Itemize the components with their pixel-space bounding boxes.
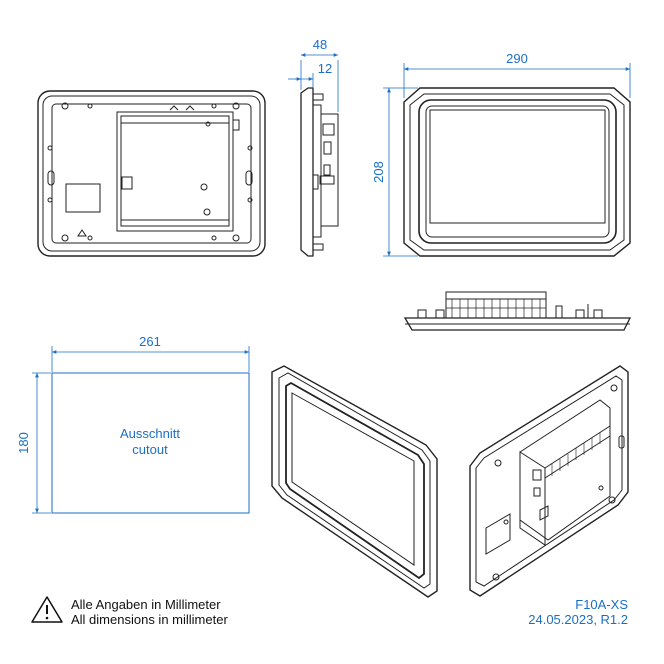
bottom-view	[403, 291, 632, 331]
document-meta: F10A-XS 24.05.2023, R1.2	[528, 597, 628, 627]
dimension-cutout-width-label: 261	[139, 334, 161, 349]
dimension-depth-total: 48	[300, 37, 339, 112]
dimension-depth-front-label: 12	[318, 61, 332, 76]
dimension-height-label: 208	[371, 161, 386, 183]
dimension-width: 290	[403, 51, 631, 98]
dimension-height: 208	[371, 87, 418, 257]
warning-triangle-icon	[31, 596, 63, 623]
units-note-german: Alle Angaben in Millimeter	[71, 597, 221, 612]
cutout-label-de: Ausschnitt	[120, 426, 180, 441]
terminal-block-pins	[446, 299, 546, 318]
dimension-cutout-width: 261	[51, 334, 250, 372]
side-view	[300, 87, 339, 257]
dimension-depth-front: 12	[288, 61, 332, 88]
rear-view	[37, 90, 266, 257]
units-note-english: All dimensions in millimeter	[71, 612, 228, 627]
dimension-cutout-height: 180	[16, 372, 51, 514]
dimension-cutout-height-label: 180	[16, 432, 31, 454]
dimension-depth-total-label: 48	[313, 37, 327, 52]
cutout-label-en: cutout	[132, 442, 168, 457]
model-number: F10A-XS	[575, 597, 628, 612]
rear-screws	[47, 102, 253, 242]
dimension-width-label: 290	[506, 51, 528, 66]
isometric-rear-view	[469, 365, 629, 597]
front-view	[403, 87, 631, 257]
isometric-front-view	[271, 365, 438, 598]
units-note: Alle Angaben in Millimeter All dimension…	[71, 597, 228, 627]
cutout-outline: Ausschnitt cutout	[51, 372, 250, 514]
isometric-terminal-pins	[551, 432, 601, 476]
revision-date: 24.05.2023, R1.2	[528, 612, 628, 627]
